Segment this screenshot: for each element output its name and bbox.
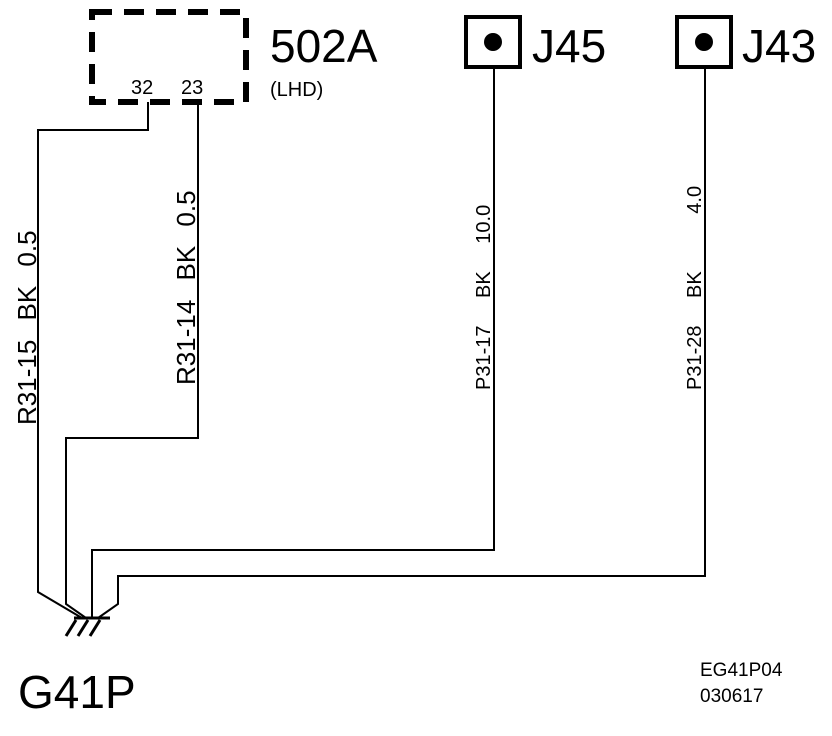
wire-r31-15-label: R31-15 BK 0.5 bbox=[12, 230, 42, 425]
wire-p31-28-label: P31-28 BK 4.0 bbox=[684, 186, 706, 390]
wire-p31-17-color: BK bbox=[473, 271, 495, 298]
terminal-j43-dot bbox=[695, 33, 713, 51]
wire-p31-17-circuit: P31-17 bbox=[473, 326, 495, 391]
connector-502a-pin-32: 32 bbox=[131, 77, 153, 99]
diagram-date: 030617 bbox=[700, 686, 763, 707]
wire-r31-15-circuit: R31-15 bbox=[12, 340, 42, 425]
wire-p31-28-size: 4.0 bbox=[684, 186, 706, 214]
wire-p31-17-label: P31-17 BK 10.0 bbox=[473, 205, 495, 390]
wire-r31-15[interactable] bbox=[37, 102, 149, 619]
ground-hatch bbox=[76, 619, 90, 637]
wire-p31-28-color: BK bbox=[684, 271, 706, 298]
wire-r31-14-circuit: R31-14 bbox=[171, 300, 201, 385]
ground-hatch bbox=[64, 619, 78, 637]
wire-p31-17-size: 10.0 bbox=[473, 205, 495, 244]
terminal-j43-label: J43 bbox=[742, 20, 816, 72]
wire-p31-28-circuit: P31-28 bbox=[684, 326, 706, 391]
wire-r31-15-size: 0.5 bbox=[12, 230, 42, 266]
connector-502a-variant: (LHD) bbox=[270, 79, 323, 101]
wire-r31-14[interactable] bbox=[65, 102, 199, 619]
ground-hatch bbox=[88, 619, 102, 637]
wire-r31-15-color: BK bbox=[12, 285, 42, 320]
connector-502a-label: 502A bbox=[270, 20, 378, 72]
wire-p31-28[interactable] bbox=[97, 67, 706, 619]
terminal-j45-label: J45 bbox=[532, 20, 606, 72]
connector-502a-pin-23: 23 bbox=[181, 77, 203, 99]
terminal-j45-dot bbox=[484, 33, 502, 51]
ground-label: G41P bbox=[18, 666, 136, 718]
wire-r31-14-size: 0.5 bbox=[171, 190, 201, 226]
wire-r31-14-color: BK bbox=[171, 245, 201, 280]
ground-symbol[interactable] bbox=[64, 616, 110, 637]
diagram-code: EG41P04 bbox=[700, 660, 783, 681]
connector-502a-outline bbox=[89, 9, 249, 105]
wire-r31-14-label: R31-14 BK 0.5 bbox=[171, 190, 201, 385]
connector-502a[interactable]: 32 23 bbox=[89, 9, 249, 105]
wire-p31-17[interactable] bbox=[91, 67, 495, 618]
terminal-j45[interactable] bbox=[464, 15, 522, 69]
terminal-j43[interactable] bbox=[675, 15, 733, 69]
